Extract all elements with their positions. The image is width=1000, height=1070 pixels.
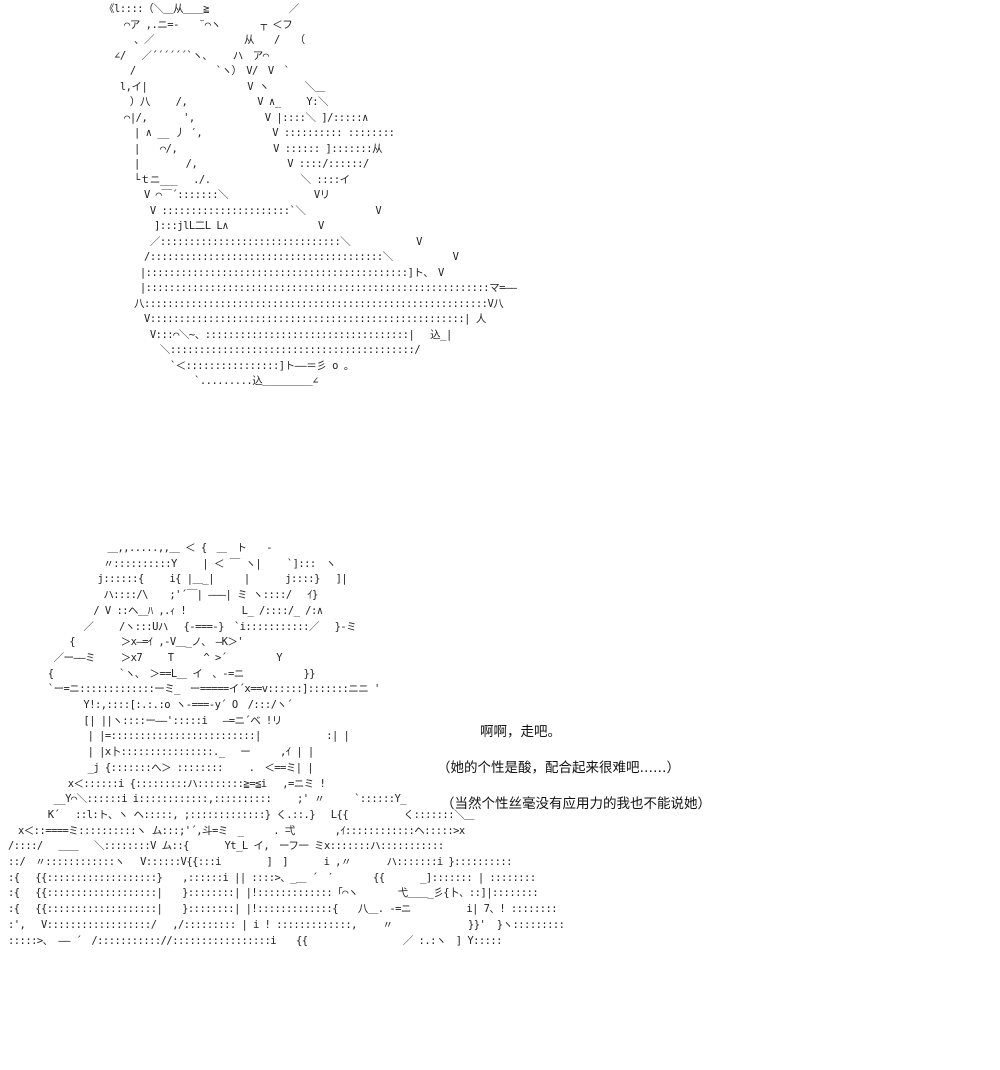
inner-thought-line: （她的个性是酸，配合起来很难吧……） <box>437 760 680 776</box>
ascii-art-reclining-figure: 《l::::（＼＿从＿＿≧ ／ ⌒ア ,.ニ=- ¨⌒ヽ ┬ ＜フ 、／ 从 /… <box>104 3 517 387</box>
ascii-art-robed-figure: ＿,,.....,,＿ ＜ { ＿ ト - 〃::::::::::Y | ＜ ￣… <box>8 542 565 947</box>
inner-thought-line: （当然个性丝毫没有应用力的我也不能说她） <box>441 796 711 812</box>
dialogue-line: 啊啊，走吧。 <box>480 724 561 740</box>
